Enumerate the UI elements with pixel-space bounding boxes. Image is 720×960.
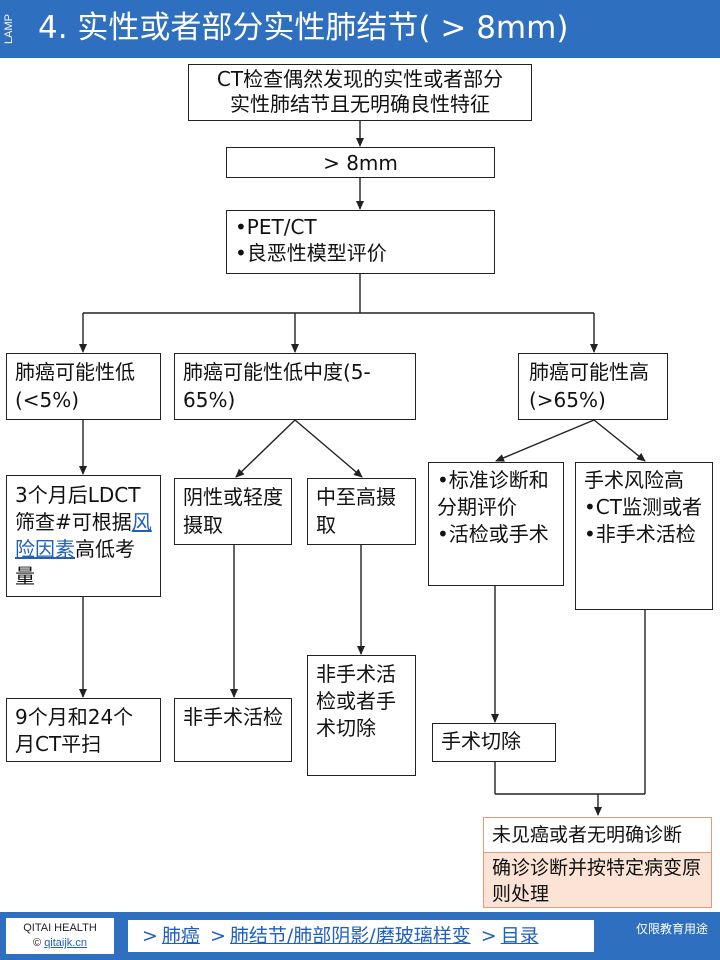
high-risk-box: 肺癌可能性高(>65%)	[518, 353, 668, 420]
breadcrumb-contents[interactable]: 目录	[500, 925, 539, 947]
high-alternative-item: •非手术活检	[584, 522, 696, 546]
breadcrumb-separator-icon: >	[142, 925, 158, 947]
breadcrumb-lung-nodule[interactable]: 肺结节/肺部阴影/磨玻璃样变	[229, 925, 471, 947]
high-standard-item: •标准诊断和分期评价	[437, 468, 549, 519]
brand-logo: QITAI HEALTH © qitaijk.cn	[6, 918, 114, 954]
mid-negative-action-box: 非手术活检	[174, 698, 292, 762]
evaluation-box: •PET/CT •良恶性模型评价	[226, 210, 495, 274]
site-link[interactable]: qitaijk.cn	[44, 937, 87, 949]
mid-positive-action-box: 非手术活检或者手术切除	[307, 655, 416, 776]
mid-risk-box: 肺癌可能性低中度(5-65%)	[174, 353, 416, 420]
breadcrumb: >肺癌 >肺结节/肺部阴影/磨玻璃样变 >目录	[128, 920, 594, 952]
low-followup-text-end: 高低考量	[15, 537, 135, 588]
copyright-mark: ©	[33, 937, 42, 949]
education-note: 仅限教育用途	[636, 922, 709, 936]
surgery-box: 手术切除	[432, 723, 556, 762]
brand-name: QITAI HEALTH	[23, 922, 97, 934]
page-title: 4. 实性或者部分实性肺结节( > 8mm)	[38, 10, 569, 46]
start-box: CT检查偶然发现的实性或者部分实性肺结节且无明确良性特征	[188, 64, 532, 121]
high-alternative-box: 手术风险高 •CT监测或者 •非手术活检	[575, 462, 713, 610]
high-alternative-item: •CT监测或者	[584, 495, 702, 519]
evaluation-item: •良恶性模型评价	[235, 241, 387, 265]
breadcrumb-separator-icon: >	[209, 925, 226, 947]
no-cancer-box: 未见癌或者无明确诊断	[483, 817, 712, 853]
risk-factors-link[interactable]: 风险因素	[15, 510, 152, 561]
definite-diagnosis-box: 确诊诊断并按特定病变原则处理	[483, 852, 712, 908]
high-standard-box: •标准诊断和分期评价 •活检或手术	[428, 462, 564, 586]
low-risk-box: 肺癌可能性低(<5%)	[6, 353, 161, 420]
breadcrumb-lung-cancer[interactable]: 肺癌	[161, 925, 200, 947]
side-label: LAMP	[3, 14, 15, 44]
low-followup-text: 3个月后LDCT筛查#可根据	[15, 483, 141, 534]
low-followup-box: 3个月后LDCT筛查#可根据风险因素高低考量	[6, 475, 161, 597]
footer-bar: QITAI HEALTH © qitaijk.cn >肺癌 >肺结节/肺部阴影/…	[0, 912, 720, 960]
low-final-box: 9个月和24个月CT平扫	[6, 698, 161, 762]
mid-negative-box: 阴性或轻度摄取	[174, 478, 292, 545]
high-standard-item: •活检或手术	[437, 522, 549, 546]
header-bar: LAMP 4. 实性或者部分实性肺结节( > 8mm)	[0, 0, 720, 58]
mid-positive-box: 中至高摄取	[307, 478, 416, 545]
size-box: > 8mm	[226, 147, 495, 178]
breadcrumb-separator-icon: >	[480, 925, 497, 947]
evaluation-item: •PET/CT	[235, 215, 317, 239]
high-alternative-item: 手术风险高	[584, 468, 684, 492]
brand-site-line: © qitaijk.cn	[6, 936, 114, 951]
